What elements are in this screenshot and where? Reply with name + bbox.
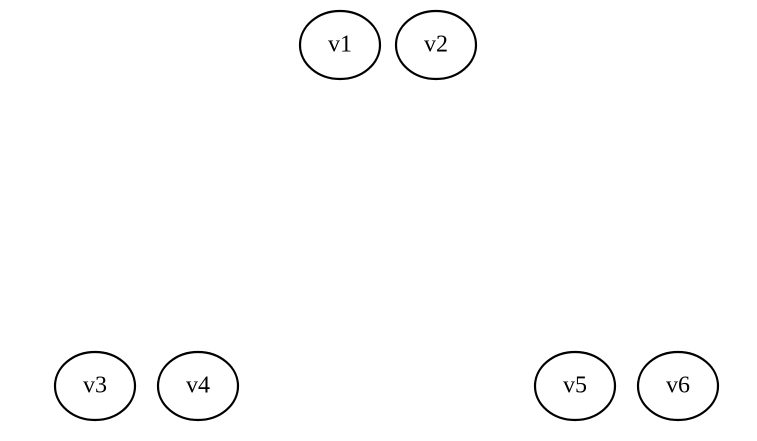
node-v2: v2	[394, 9, 478, 81]
node-v1-label: v1	[328, 32, 352, 58]
node-v4-label: v4	[186, 373, 210, 399]
node-v6-ellipse	[636, 350, 720, 422]
node-v3: v3	[53, 350, 137, 422]
node-v4: v4	[156, 350, 240, 422]
node-v1: v1	[298, 9, 382, 81]
node-v5-label: v5	[563, 373, 587, 399]
node-v6-label: v6	[666, 373, 690, 399]
node-v2-ellipse	[394, 9, 478, 81]
node-v5: v5	[533, 350, 617, 422]
node-v3-label: v3	[83, 373, 107, 399]
node-v3-ellipse	[53, 350, 137, 422]
node-v4-ellipse	[156, 350, 240, 422]
node-v5-ellipse	[533, 350, 617, 422]
node-v6: v6	[636, 350, 720, 422]
node-v1-ellipse	[298, 9, 382, 81]
node-v2-label: v2	[424, 32, 448, 58]
